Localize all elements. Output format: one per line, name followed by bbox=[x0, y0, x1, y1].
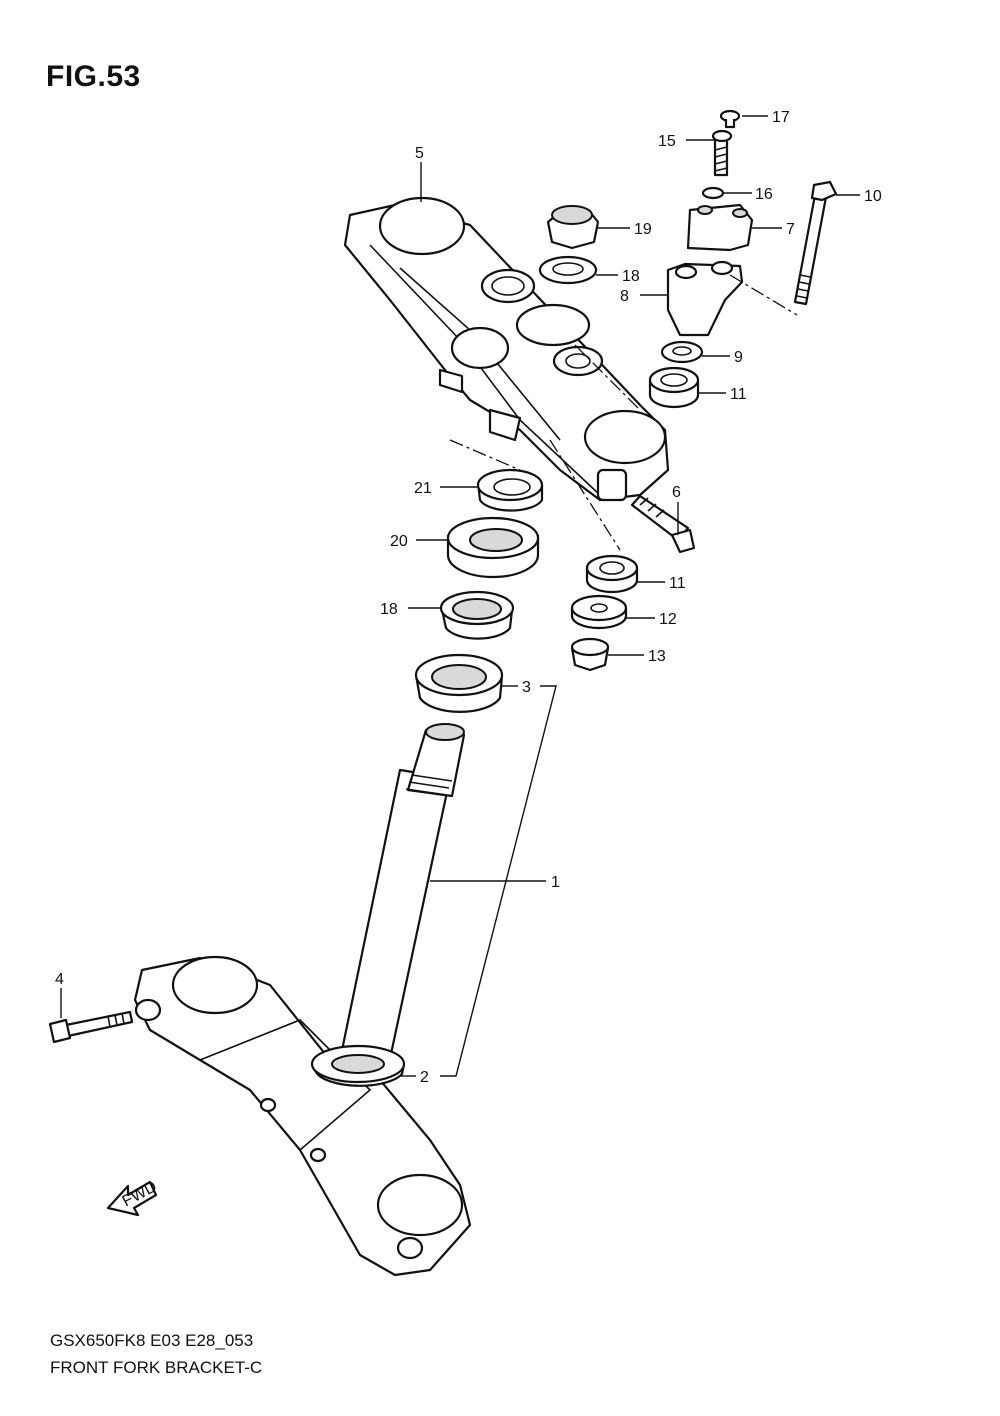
seal-part-2 bbox=[310, 1044, 406, 1087]
callout-14: 15 bbox=[658, 133, 676, 150]
figure-title: FIG.53 bbox=[46, 60, 141, 93]
callout-5: 5 bbox=[415, 145, 424, 162]
callout-11-lower: 11 bbox=[669, 575, 686, 592]
callout-1: 1 bbox=[551, 874, 560, 891]
callout-9: 9 bbox=[734, 349, 743, 366]
callout-12: 12 bbox=[659, 611, 677, 628]
holder-lower-part-8 bbox=[666, 260, 744, 337]
callout-20: 20 bbox=[390, 533, 408, 550]
seal-part-20 bbox=[446, 516, 540, 579]
nut-part-21 bbox=[476, 468, 544, 512]
callout-labels: 17 15 16 10 7 19 18 8 9 11 5 6 21 20 18 … bbox=[55, 109, 882, 1086]
nut-part-13 bbox=[570, 637, 610, 672]
forward-direction-icon: FWD bbox=[106, 1178, 160, 1217]
cap-part-18 bbox=[546, 205, 600, 250]
assembly-line bbox=[449, 439, 521, 471]
callout-4: 4 bbox=[55, 971, 64, 988]
washer-part-12 bbox=[570, 594, 628, 630]
callout-13: 13 bbox=[648, 648, 666, 665]
callout-10: 10 bbox=[864, 188, 882, 205]
lower-bracket-stem-part-1 bbox=[133, 723, 472, 1277]
assembly-line bbox=[549, 439, 621, 551]
callout-2: 2 bbox=[420, 1069, 429, 1086]
figure-name: FRONT FORK BRACKET-C bbox=[50, 1358, 263, 1377]
bolt-part-14 bbox=[711, 129, 733, 177]
callout-11-upper: 11 bbox=[730, 386, 747, 403]
bolt-part-10 bbox=[793, 180, 838, 306]
bearing-part-19 bbox=[439, 590, 515, 640]
washer-part-17 bbox=[538, 255, 598, 285]
bolt-part-6 bbox=[630, 494, 696, 554]
callout-3: 3 bbox=[522, 679, 531, 696]
callout-8: 8 bbox=[620, 288, 629, 305]
holder-upper-part-7 bbox=[686, 203, 754, 252]
washer-part-15 bbox=[701, 186, 725, 200]
bush-part-11-upper bbox=[648, 366, 700, 409]
callout-6: 6 bbox=[672, 484, 681, 501]
assembly-line bbox=[574, 344, 641, 411]
upper-bracket-part-5 bbox=[343, 196, 670, 502]
bush-part-11-lower bbox=[585, 554, 639, 594]
bolt-part-16 bbox=[719, 109, 741, 129]
bolt-part-4 bbox=[48, 1010, 134, 1044]
figure-code: GSX650FK8 E03 E28_053 bbox=[50, 1331, 254, 1350]
callout-7: 7 bbox=[786, 221, 795, 238]
callout-19: 18 bbox=[380, 601, 398, 618]
callout-17: 18 bbox=[622, 268, 640, 285]
callout-15: 16 bbox=[755, 186, 773, 203]
race-part-3 bbox=[414, 653, 504, 714]
callout-21: 21 bbox=[414, 480, 432, 497]
assembly-line bbox=[729, 274, 798, 316]
callout-18: 19 bbox=[634, 221, 652, 238]
callout-16: 17 bbox=[772, 109, 790, 126]
washer-part-9 bbox=[660, 340, 704, 364]
